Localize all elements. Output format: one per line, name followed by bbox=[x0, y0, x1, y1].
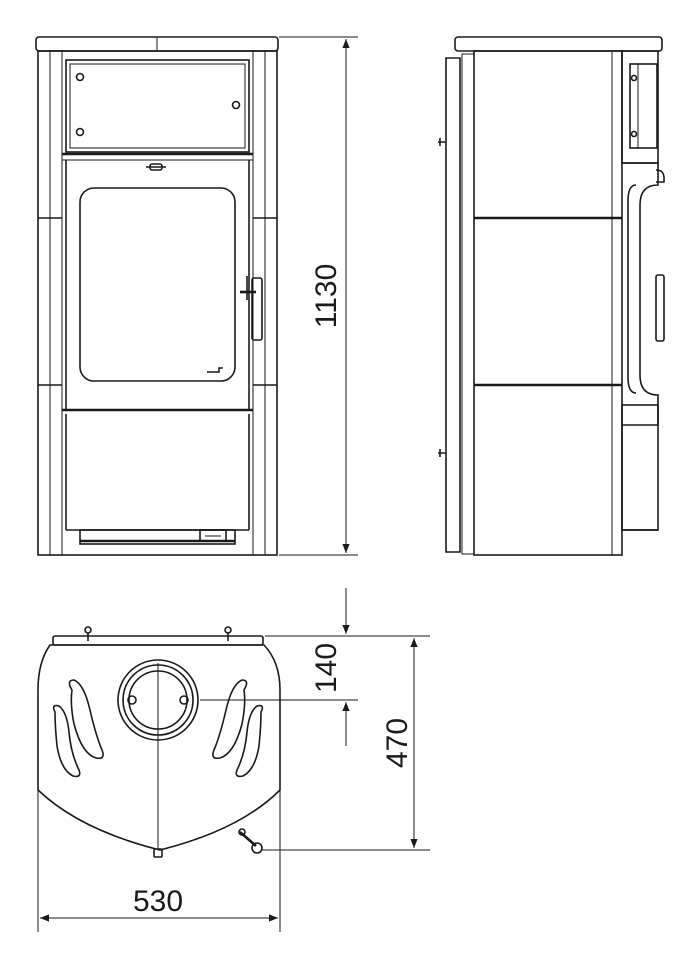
width-dimension: 530 bbox=[37, 790, 281, 932]
side-view bbox=[438, 36, 665, 556]
top-lever-icon bbox=[238, 828, 263, 854]
top-body-outline bbox=[37, 644, 281, 851]
door-handle-icon bbox=[240, 276, 263, 341]
flue-outlet-icon bbox=[117, 659, 199, 741]
side-top-plate bbox=[454, 36, 663, 52]
width-dimension-label: 530 bbox=[133, 885, 183, 918]
top-view bbox=[37, 626, 281, 858]
top-hinge-icon bbox=[84, 626, 92, 641]
front-lower-compartment bbox=[65, 414, 250, 545]
left-vent-slot bbox=[68, 679, 104, 760]
right-vent-slot bbox=[212, 679, 248, 760]
flue-offset-dimension-label: 140 bbox=[310, 643, 343, 693]
front-firebox-door bbox=[65, 160, 263, 410]
side-tile-panel bbox=[473, 50, 623, 556]
front-warming-compartment bbox=[65, 59, 250, 153]
front-body bbox=[37, 50, 278, 556]
left-vent-slot bbox=[52, 704, 81, 778]
height-dimension-label: 1130 bbox=[310, 264, 343, 329]
depth-dimension-label: 470 bbox=[381, 718, 414, 768]
top-hinge-icon bbox=[224, 626, 232, 641]
door-glass-window bbox=[79, 187, 236, 382]
depth-dimension: 470 bbox=[262, 635, 430, 851]
front-view bbox=[35, 36, 279, 556]
right-vent-slot bbox=[235, 704, 264, 778]
side-rear-section bbox=[621, 50, 665, 531]
height-dimension: 1130 bbox=[279, 36, 358, 556]
